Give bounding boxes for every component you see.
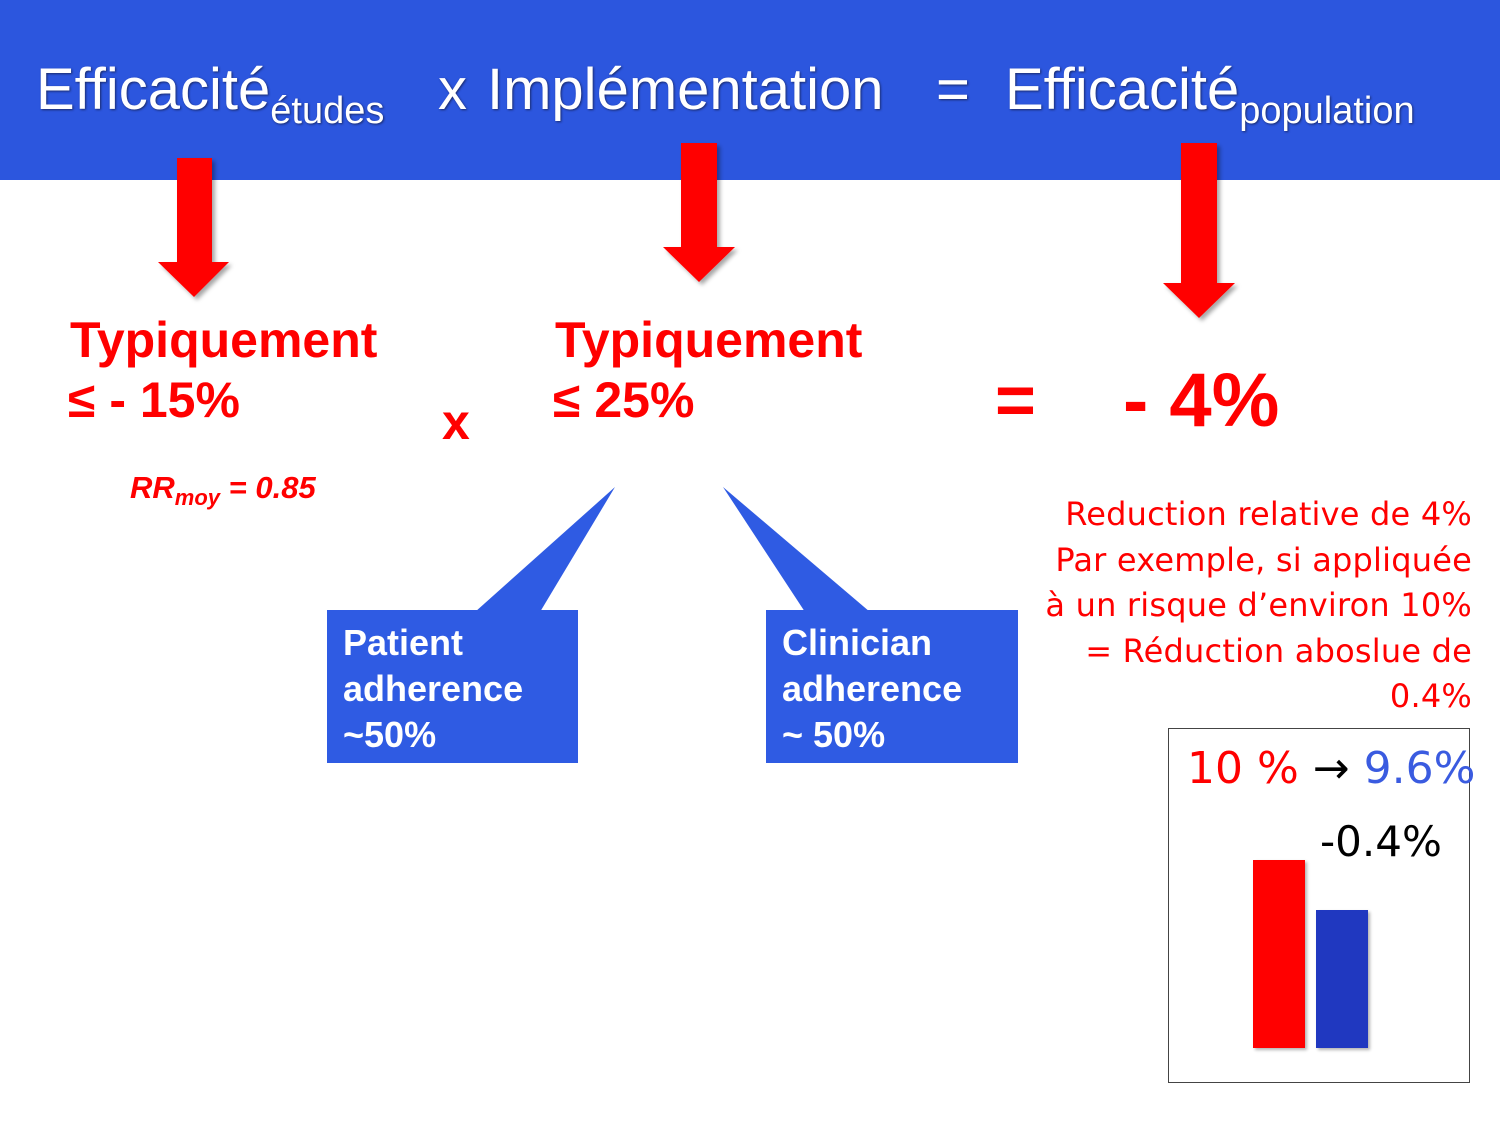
callout-pointer xyxy=(723,487,870,612)
equation-term-population-efficacy: Efficacitépopulation xyxy=(1005,56,1415,133)
down-arrow-icon xyxy=(158,158,229,297)
equation-equals: = xyxy=(936,57,970,122)
rr-mean: RRmoy = 0.85 xyxy=(130,470,316,511)
explanation-line: à un risque d’environ 10% xyxy=(1045,586,1472,624)
down-arrow-icon xyxy=(663,143,735,282)
result-value: - 4% xyxy=(1123,358,1280,443)
new-risk: 9.6% xyxy=(1363,743,1476,794)
callout-line: adherence xyxy=(782,668,963,709)
bar-baseline xyxy=(1253,860,1305,1048)
equation-times: x xyxy=(438,57,467,122)
callout-line: Patient xyxy=(343,622,464,663)
middle-value: ≤ 25% xyxy=(553,372,695,428)
times-sign: x xyxy=(442,394,470,450)
explanation-line: = Réduction aboslue de xyxy=(1085,631,1472,670)
term-text: Efficacité xyxy=(1005,57,1240,122)
rr-text: RR xyxy=(130,470,175,505)
term-text: Efficacité xyxy=(36,57,271,122)
explanation-text: Reduction relative de 4% Par exemple, si… xyxy=(1045,492,1472,720)
chart-title: 10 % → 9.6% xyxy=(1187,743,1475,794)
bar-new xyxy=(1316,910,1368,1048)
callout-line: ~ 50% xyxy=(782,714,886,755)
explanation-line: Reduction relative de 4% xyxy=(1065,495,1472,533)
equation-term-implementation: Implémentation xyxy=(487,57,884,122)
arrow-right-icon: → xyxy=(1312,743,1350,794)
callout-line: adherence xyxy=(343,668,524,709)
callout-line: ~50% xyxy=(343,714,437,755)
down-arrow-icon xyxy=(1163,143,1235,318)
explanation-line: 0.4% xyxy=(1389,677,1472,715)
header-banner xyxy=(0,0,1500,180)
callout-pointer xyxy=(475,487,615,612)
left-value: ≤ - 15% xyxy=(68,372,240,428)
baseline-risk: 10 % xyxy=(1187,743,1299,794)
risk-chart-box: 10 % → 9.6% -0.4% xyxy=(1168,728,1475,1083)
term-subscript: études xyxy=(270,90,385,132)
callout-patient-adherence: Patient adherence ~50% xyxy=(327,610,578,763)
explanation-line: Par exemple, si appliquée xyxy=(1055,540,1472,579)
callout-clinician-adherence: Clinician adherence ~ 50% xyxy=(766,610,1018,763)
callout-line: Clinician xyxy=(782,622,933,663)
middle-label: Typiquement xyxy=(555,312,863,368)
equals-sign: = xyxy=(995,361,1036,439)
equation-term-study-efficacy: Efficacitéétudes xyxy=(36,56,384,133)
rr-subscript: moy xyxy=(174,485,221,511)
difference-label: -0.4% xyxy=(1320,817,1442,866)
term-subscript: population xyxy=(1239,90,1415,132)
left-label: Typiquement xyxy=(70,312,378,368)
rr-value: = 0.85 xyxy=(220,470,316,505)
